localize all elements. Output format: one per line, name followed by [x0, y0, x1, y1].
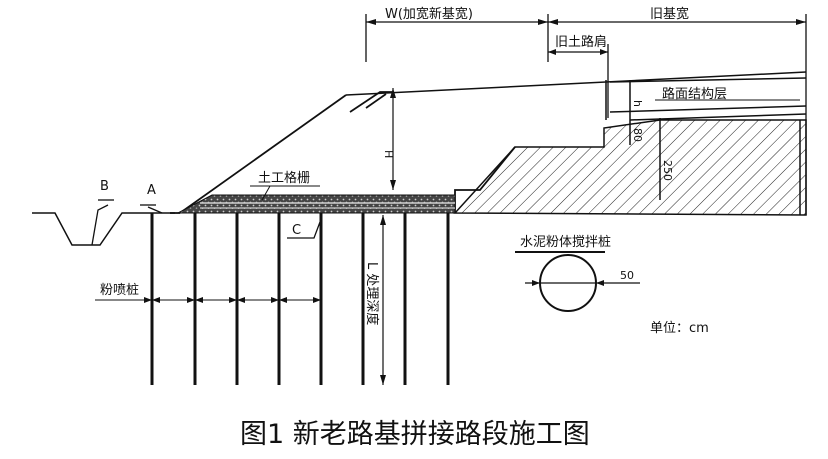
- thickness-80-label: 80: [631, 128, 644, 142]
- pavement-layer-label: 路面结构层: [662, 86, 727, 102]
- point-c-label: C: [292, 223, 301, 238]
- powder-piles: [150, 213, 450, 385]
- dimension-arrows: [366, 19, 806, 55]
- w-width-label: W(加宽新基宽): [385, 6, 473, 22]
- gravel-cushion: [177, 194, 456, 214]
- height-arrow-bottom: [390, 180, 396, 190]
- ditch-profile: [32, 212, 175, 246]
- point-c-leader: [287, 221, 321, 239]
- pile-spacing-arrows: [144, 297, 321, 303]
- pile-diameter-label: 50: [620, 269, 634, 282]
- thickness-250-label: 250: [661, 160, 674, 181]
- unit-label: 单位：cm: [650, 321, 709, 336]
- point-b-label: B: [100, 179, 109, 194]
- old-shoulder-label: 旧土路肩: [555, 34, 607, 50]
- pile-diameter-arrow-left: [532, 280, 540, 286]
- old-embankment-hatch: [453, 119, 807, 216]
- pavement-structure: [345, 71, 807, 215]
- geogrid-pointer: [261, 185, 271, 201]
- height-h-label: H: [382, 150, 395, 158]
- treatment-depth-arrow-bottom: [380, 375, 386, 385]
- ditch-wall-b: [91, 204, 109, 246]
- pile-diameter-arrow-right: [596, 280, 604, 286]
- powder-pile-label: 粉喷桩: [100, 283, 139, 298]
- ditch-mark-a: [147, 206, 163, 214]
- pavement-h-label: h: [631, 100, 644, 107]
- cement-pile-label: 水泥粉体搅拌桩: [520, 234, 611, 250]
- point-a-label: A: [147, 183, 156, 198]
- geogrid-label: 土工格栅: [258, 170, 310, 186]
- treatment-depth-arrow-top: [380, 215, 386, 225]
- treatment-depth-label: L 处理深度: [364, 262, 380, 325]
- figure-caption: 图1 新老路基拼接路段施工图: [240, 419, 590, 450]
- height-arrow-top: [390, 88, 396, 98]
- old-base-width-label: 旧基宽: [650, 6, 689, 22]
